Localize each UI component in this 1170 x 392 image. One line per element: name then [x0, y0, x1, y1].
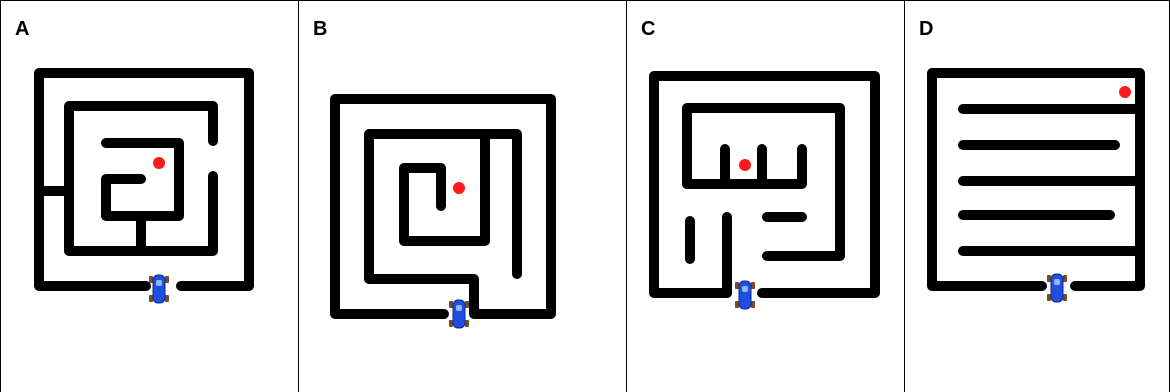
- maze-c: [627, 1, 905, 392]
- panel-d: D: [904, 0, 1170, 392]
- maze-c-walls: [654, 76, 875, 293]
- maze-d-walls: [932, 73, 1140, 286]
- goal-dot-d: [1119, 86, 1131, 98]
- maze-a-walls: [39, 73, 249, 286]
- panel-b: B: [298, 0, 626, 392]
- panel-c: C: [626, 0, 904, 392]
- maze-b-walls: [335, 99, 551, 314]
- goal-dot-c: [739, 159, 751, 171]
- maze-b: [299, 1, 627, 392]
- robot-icon-c: [735, 281, 755, 309]
- robot-icon-b: [449, 300, 469, 328]
- goal-dot-a: [153, 157, 165, 169]
- maze-a: [1, 1, 299, 392]
- maze-d: [905, 1, 1169, 392]
- panel-a: A: [0, 0, 298, 392]
- robot-icon-a: [149, 275, 169, 303]
- robot-icon-d: [1047, 274, 1067, 302]
- goal-dot-b: [453, 182, 465, 194]
